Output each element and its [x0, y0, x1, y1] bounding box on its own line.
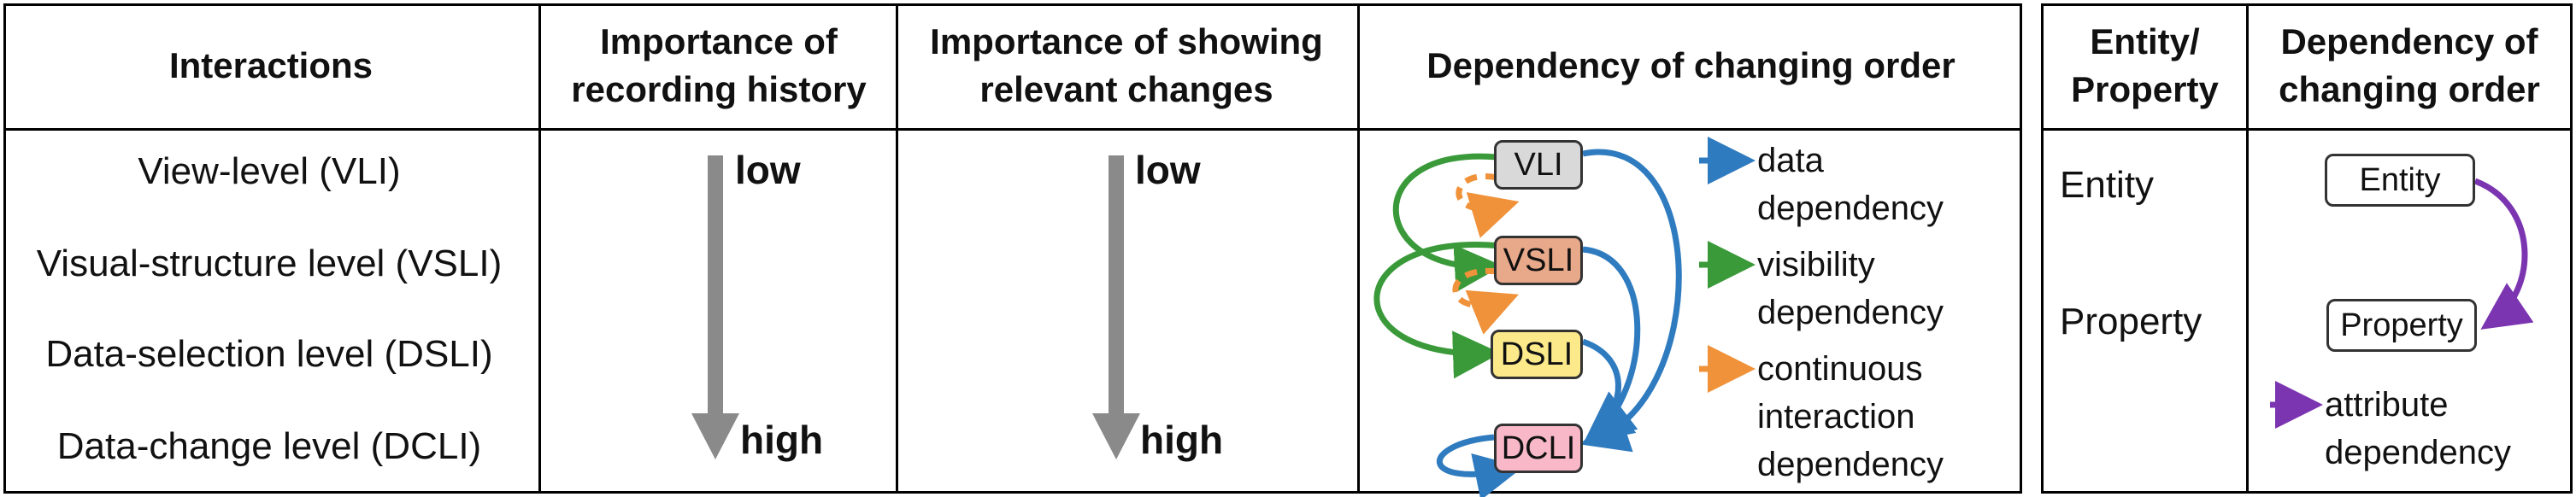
attribute-arrow-entity-to-property: [2473, 178, 2534, 330]
visibility-arrow-vli-to-vsli: [1392, 153, 1503, 293]
node-vsli: VSLI: [1494, 236, 1583, 285]
header-entity-property: Entity/ Property: [2071, 21, 2219, 109]
changes-high-label: high: [1140, 418, 1224, 462]
node-dcli: DCLI: [1494, 424, 1583, 473]
column-divider: [2246, 3, 2249, 494]
header-side-dependency-order: Dependency of changing order: [2279, 21, 2540, 109]
header-recording-history: Importance of recording history: [571, 21, 867, 109]
row-label-dcli: Data-change level (DCLI): [56, 425, 482, 467]
node-dsli: DSLI: [1491, 330, 1583, 379]
data-arrow-dsli-to-dcli: [1581, 338, 1638, 440]
column-divider: [538, 3, 541, 494]
node-vli: VLI: [1494, 140, 1583, 190]
header-divider: [2041, 128, 2573, 131]
column-divider: [1357, 3, 1360, 494]
header-interactions: Interactions: [168, 45, 373, 85]
row-label-dsli: Data-selection level (DSLI): [45, 333, 493, 375]
visibility-arrow-vsli-to-dsli: [1373, 242, 1502, 379]
changes-low-label: low: [1135, 148, 1201, 192]
row-label-entity: Entity: [2060, 164, 2155, 206]
recording-low-label: low: [735, 148, 801, 192]
header-showing-changes: Importance of showing relevant changes: [930, 21, 1323, 109]
continuous-loop-vsli: [1452, 267, 1519, 335]
importance-arrow-recording: [691, 155, 739, 459]
continuous-loop-vli: [1456, 173, 1520, 238]
column-divider: [896, 3, 898, 494]
data-loop-dcli: [1437, 434, 1523, 497]
legend-attribute-dependency: attribute dependency: [2325, 386, 2511, 471]
interaction-table: [3, 3, 2022, 494]
entity-property-table: [2041, 3, 2573, 494]
row-label-vsli: Visual-structure level (VSLI): [36, 243, 503, 284]
node-property: Property: [2326, 299, 2477, 352]
legend-visibility-dependency: visibility dependency: [1757, 246, 1944, 331]
legend-data-dependency: data dependency: [1757, 142, 1944, 227]
recording-high-label: high: [740, 418, 824, 462]
legend-continuous-dependency: continuous interaction dependency: [1757, 350, 1944, 483]
header-dependency-order: Dependency of changing order: [1426, 45, 1956, 85]
importance-arrow-changes: [1092, 155, 1140, 459]
row-label-vli: View-level (VLI): [138, 150, 401, 192]
row-label-property: Property: [2060, 301, 2203, 342]
node-entity: Entity: [2325, 154, 2475, 207]
header-divider: [3, 128, 2022, 131]
